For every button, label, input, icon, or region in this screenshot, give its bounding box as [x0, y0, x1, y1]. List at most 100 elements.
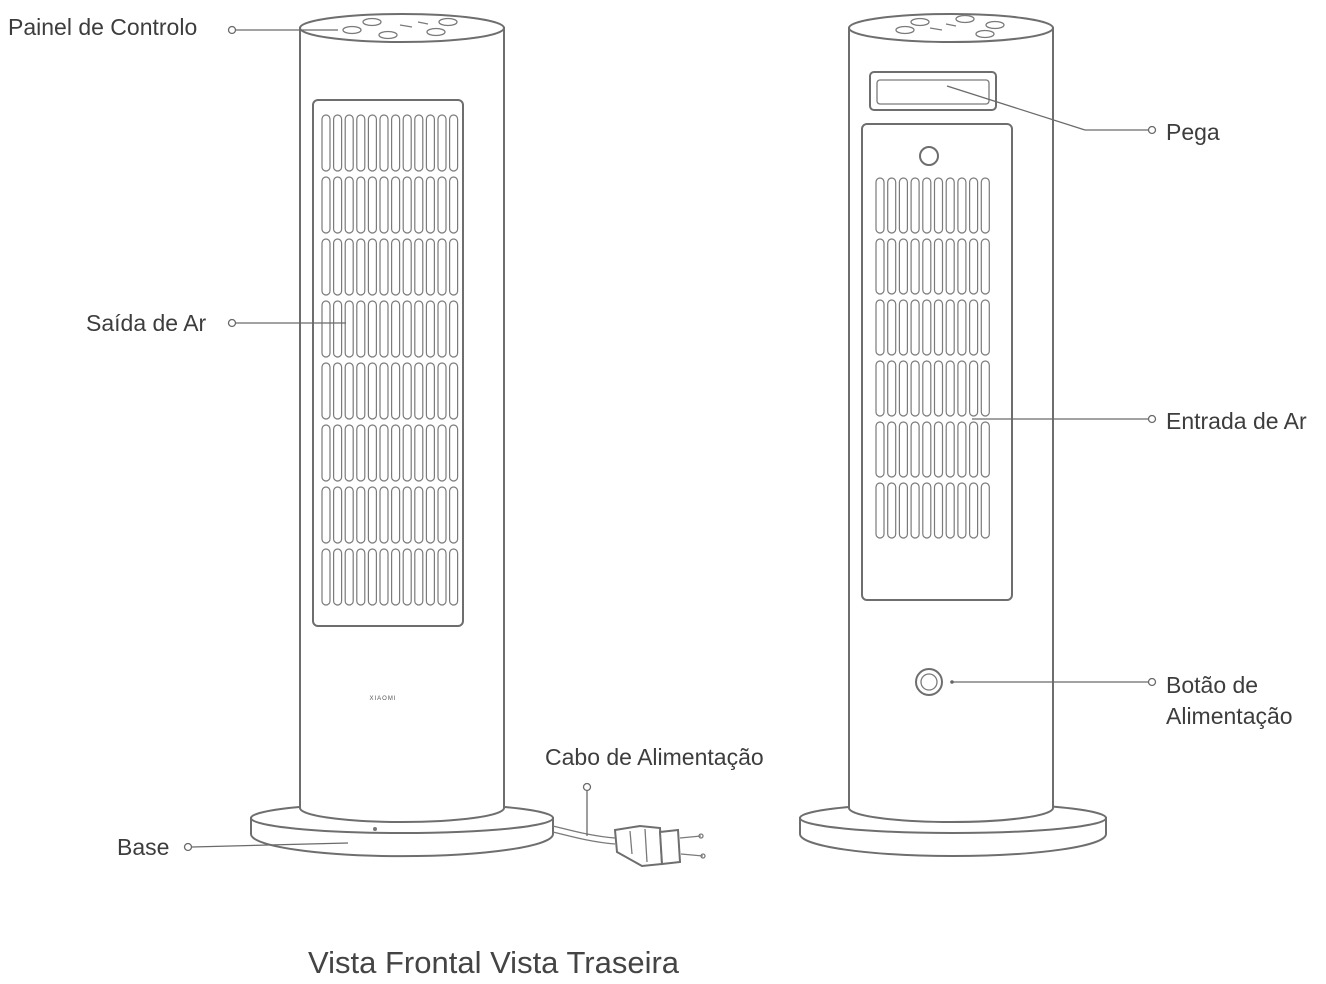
grille-slot [946, 178, 954, 233]
grille-slot [876, 239, 884, 294]
grille-slot [368, 363, 376, 419]
grille-slot [899, 422, 907, 477]
grille-slot [380, 549, 388, 605]
grille-slot [345, 301, 353, 357]
grille-slot [981, 361, 989, 416]
grille-slot [935, 239, 943, 294]
grille-slot [357, 177, 365, 233]
grille-slot [450, 301, 458, 357]
label-control-panel: Painel de Controlo [8, 14, 197, 41]
grille-slot [958, 361, 966, 416]
label-air-inlet: Entrada de Ar [1166, 408, 1307, 435]
grille-slot [923, 361, 931, 416]
grille-slot [899, 483, 907, 538]
grille-slot [426, 363, 434, 419]
grille-slot [380, 425, 388, 481]
grille-slot [322, 549, 330, 605]
label-air-outlet: Saída de Ar [86, 310, 206, 337]
grille-slot [888, 178, 896, 233]
grille-slot [415, 363, 423, 419]
grille-slot [946, 361, 954, 416]
grille-slot [911, 483, 919, 538]
grille-slot [357, 115, 365, 171]
grille-slot [935, 422, 943, 477]
grille-slot [322, 115, 330, 171]
grille-slot [888, 300, 896, 355]
grille-slot [970, 422, 978, 477]
grille-slot [970, 178, 978, 233]
grille-slot [426, 487, 434, 543]
grille-slot [357, 425, 365, 481]
grille-slot [438, 115, 446, 171]
grille-slot [368, 487, 376, 543]
back-view [800, 14, 1106, 856]
grille-slot [450, 425, 458, 481]
grille-slot [403, 239, 411, 295]
grille-slot [981, 178, 989, 233]
grille-slot [426, 177, 434, 233]
grille-slot [368, 425, 376, 481]
grille-slot [403, 425, 411, 481]
grille-slot [899, 178, 907, 233]
grille-slot [322, 487, 330, 543]
grille-slot [911, 178, 919, 233]
grille-slot [334, 549, 342, 605]
handle [870, 72, 996, 110]
grille-slot [403, 301, 411, 357]
grille-slot [911, 300, 919, 355]
grille-slot [426, 115, 434, 171]
grille-slot [981, 483, 989, 538]
grille-slot [426, 425, 434, 481]
grille-slot [334, 239, 342, 295]
grille-slot [392, 425, 400, 481]
grille-slot [911, 239, 919, 294]
plug-icon [615, 826, 705, 866]
grille-slot [334, 487, 342, 543]
back-air-inlet-panel [862, 124, 1012, 600]
grille-slot [345, 239, 353, 295]
grille-slot [415, 115, 423, 171]
grille-slot [415, 301, 423, 357]
grille-slot [935, 483, 943, 538]
grille-slot [368, 177, 376, 233]
brand-mark: XIAOMI [369, 696, 396, 702]
grille-slot [392, 549, 400, 605]
grille-slot [888, 361, 896, 416]
grille-slot [970, 483, 978, 538]
grille-slot [438, 177, 446, 233]
grille-slot [450, 363, 458, 419]
grille-slot [380, 363, 388, 419]
grille-slot [380, 487, 388, 543]
grille-slot [334, 115, 342, 171]
grille-slot [911, 361, 919, 416]
grille-slot [970, 361, 978, 416]
grille-slot [923, 422, 931, 477]
grille-slot [357, 487, 365, 543]
grille-slot [899, 361, 907, 416]
diagram-caption: Vista Frontal Vista Traseira [308, 944, 679, 982]
grille-slot [958, 178, 966, 233]
grille-slot [876, 483, 884, 538]
grille-slot [403, 115, 411, 171]
grille-slot [345, 425, 353, 481]
grille-slot [334, 363, 342, 419]
grille-slot [935, 178, 943, 233]
power-cord [553, 826, 705, 866]
grille-slot [368, 549, 376, 605]
grille-slot [438, 239, 446, 295]
label-power-cord: Cabo de Alimentação [545, 744, 764, 771]
grille-slot [357, 239, 365, 295]
grille-slot [345, 115, 353, 171]
grille-slot [438, 301, 446, 357]
grille-slot [392, 177, 400, 233]
grille-slot [322, 425, 330, 481]
grille-slot [958, 422, 966, 477]
grille-slot [392, 301, 400, 357]
power-button-icon [916, 669, 942, 695]
grille-slot [876, 422, 884, 477]
grille-slot [322, 177, 330, 233]
grille-slot [888, 239, 896, 294]
label-base: Base [117, 834, 169, 861]
grille-slot [899, 239, 907, 294]
grille-slot [876, 178, 884, 233]
